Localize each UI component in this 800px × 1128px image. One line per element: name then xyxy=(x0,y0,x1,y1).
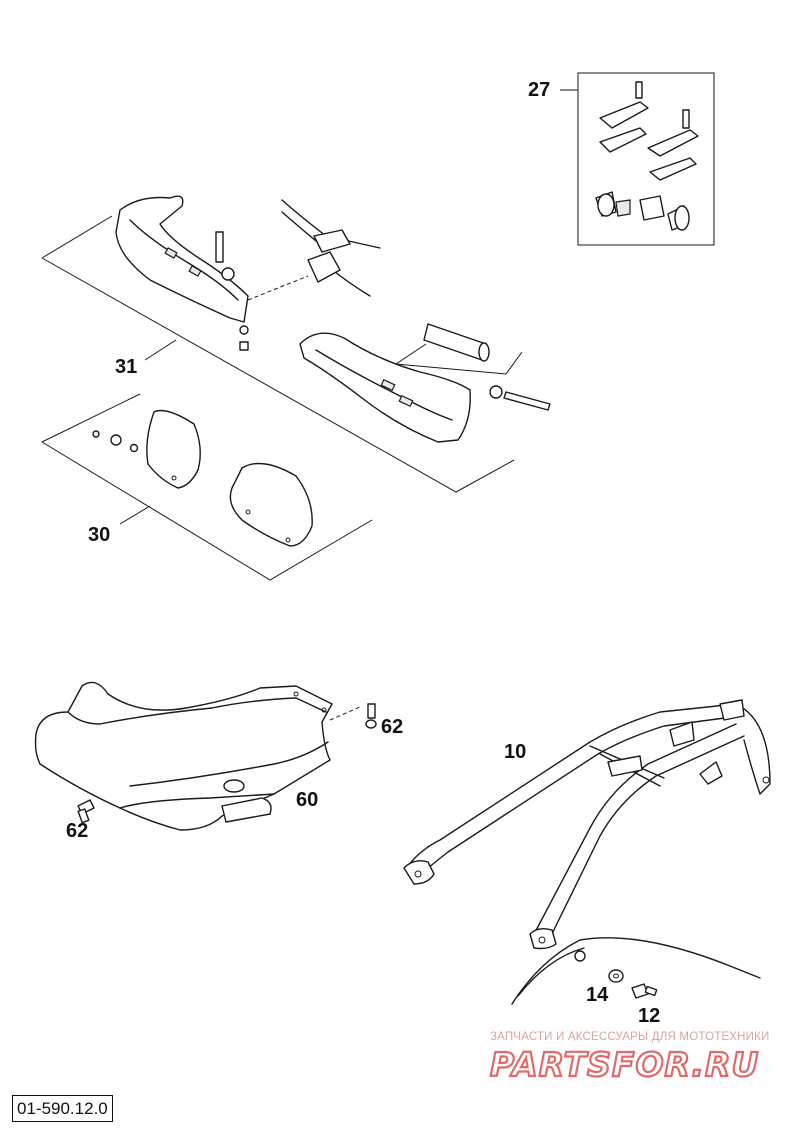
callout-60: 60 xyxy=(296,789,319,811)
callout-31: 31 xyxy=(115,356,138,378)
skid-plate-60 xyxy=(34,681,377,831)
rear-fender-mount xyxy=(511,937,761,1005)
callout-27: 27 xyxy=(528,79,551,101)
kit-31-handguards xyxy=(41,195,551,493)
kit-30-shield-plates xyxy=(41,393,373,581)
callout-12: 12 xyxy=(638,1005,661,1027)
watermark-logo-text: PARTSFOR.RU xyxy=(490,1045,759,1084)
document-code: 01-590.12.0 xyxy=(12,1095,113,1122)
callout-10: 10 xyxy=(504,741,527,763)
kit-27-mounting-parts xyxy=(560,72,715,246)
watermark-logo: PARTSFOR.RU xyxy=(489,1044,759,1084)
callout-62-right: 62 xyxy=(381,716,404,738)
callout-30: 30 xyxy=(88,524,111,546)
rear-rack-10 xyxy=(403,699,771,950)
watermark-subtitle: ЗАПЧАСТИ И АКСЕССУАРЫ ДЛЯ МОТОТЕХНИКИ xyxy=(490,1031,770,1043)
callout-62-left: 62 xyxy=(66,820,89,842)
callout-14: 14 xyxy=(586,984,609,1006)
